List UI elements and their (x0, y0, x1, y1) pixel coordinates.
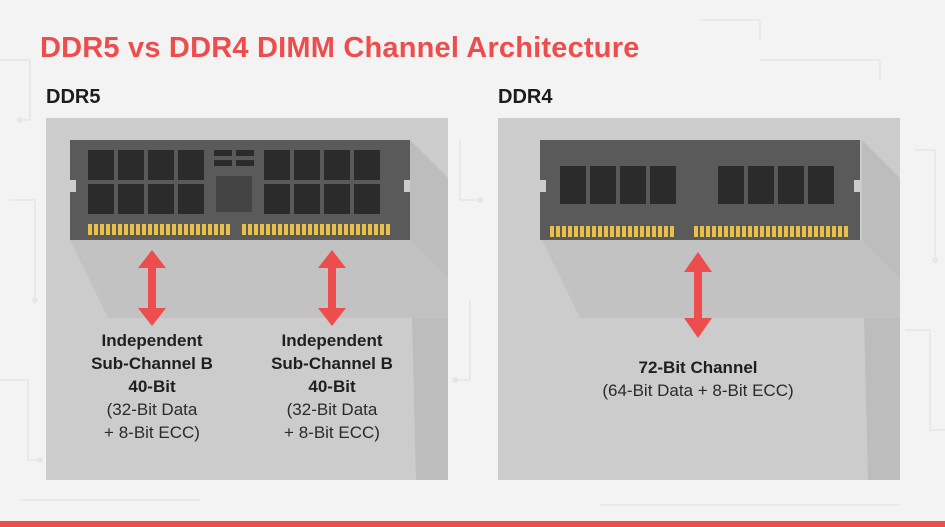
ddr4-label: DDR4 (498, 86, 553, 108)
double-arrow-icon (318, 250, 346, 326)
caption-line: (64-Bit Data + 8-Bit ECC) (602, 381, 794, 400)
sub-channel-a-caption: Independent Sub-Channel B 40-Bit (32-Bit… (76, 329, 228, 444)
caption-line: Independent (281, 331, 383, 350)
caption-line: + 8-Bit ECC) (284, 423, 380, 442)
memory-chips-left (88, 150, 204, 214)
side-notch-left (70, 180, 76, 192)
module-shadow-lower (70, 240, 448, 318)
ddr5-label: DDR5 (46, 86, 101, 108)
side-notch-right (404, 180, 410, 192)
gold-pins (88, 224, 390, 235)
ddr4-dimm-module (540, 140, 900, 480)
ddr5-dimm-module (70, 140, 448, 480)
memory-chips-left (560, 166, 676, 204)
module-pcb (540, 140, 860, 240)
module-shadow-lower (542, 240, 900, 318)
caption-line: + 8-Bit ECC) (104, 423, 200, 442)
caption-line: Independent (101, 331, 203, 350)
ddr4-channel-caption: 72-Bit Channel (64-Bit Data + 8-Bit ECC) (538, 356, 858, 402)
page-title: DDR5 vs DDR4 DIMM Channel Architecture (40, 32, 640, 64)
sub-channel-b-caption: Independent Sub-Channel B 40-Bit (32-Bit… (256, 329, 408, 444)
gold-pins (550, 226, 848, 237)
side-notch-left (540, 180, 546, 192)
caption-line: 40-Bit (308, 377, 356, 396)
caption-line: Sub-Channel B (91, 354, 213, 373)
caption-line: 40-Bit (128, 377, 176, 396)
caption-line: (32-Bit Data (286, 400, 378, 419)
side-notch-right (854, 180, 860, 192)
bottom-accent-bar (0, 521, 945, 527)
ddr5-panel: Independent Sub-Channel B 40-Bit (32-Bit… (46, 118, 448, 480)
memory-chips-right (264, 150, 380, 214)
pmic-controller (214, 150, 254, 212)
ddr4-panel: 72-Bit Channel (64-Bit Data + 8-Bit ECC) (498, 118, 900, 480)
memory-chips-right (718, 166, 834, 204)
caption-line: Sub-Channel B (271, 354, 393, 373)
caption-line: (32-Bit Data (106, 400, 198, 419)
double-arrow-icon (138, 250, 166, 326)
double-arrow-icon (684, 252, 712, 338)
caption-line: 72-Bit Channel (638, 358, 758, 377)
